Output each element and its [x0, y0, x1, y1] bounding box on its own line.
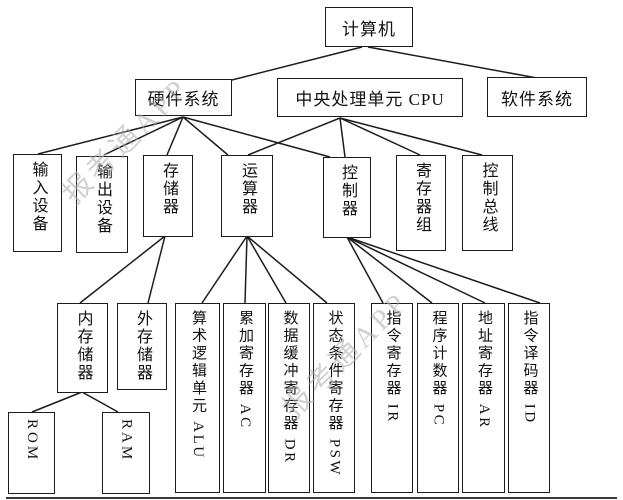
node-rom: ROM [8, 412, 55, 494]
bottom-rule-line [6, 497, 617, 499]
edge-computer-hardware [227, 46, 363, 82]
node-data-buffer-dr-label: 数据缓冲寄存器 DR [281, 310, 298, 465]
node-input-device: 输入设备 [13, 154, 62, 252]
node-address-register-ar-label: 地址寄存器 AR [476, 310, 492, 430]
edge-internal_memory-ram [81, 391, 119, 413]
node-data-buffer-dr: 数据缓冲寄存器 DR [268, 303, 310, 493]
node-computer-label: 计算机 [342, 19, 396, 39]
node-status-psw: 状态条件寄存器 PSW [313, 303, 355, 493]
node-program-counter-pc: 程序计数器 PC [417, 303, 459, 493]
node-accumulator-ac: 累加寄存器 AC [223, 303, 266, 493]
edge-controller-ar [346, 236, 486, 304]
edge-controller-pc [346, 236, 433, 304]
node-ram-label: RAM [118, 419, 135, 463]
node-arithmetic-unit-label: 运算器 [239, 162, 256, 216]
edge-controller-ir [346, 236, 384, 304]
node-accumulator-ac-label: 累加寄存器 AC [237, 310, 253, 430]
edge-alu_unit-alu [201, 235, 248, 304]
edge-hardware-alu_unit [182, 116, 229, 156]
edge-internal_memory-rom [31, 391, 83, 413]
edge-cpu-registers [339, 117, 421, 156]
node-program-counter-pc-label: 程序计数器 PC [430, 310, 447, 428]
node-controller: 控制器 [323, 157, 371, 238]
node-external-memory-label: 外存储器 [134, 310, 151, 382]
node-cpu-label: 中央处理单元 CPU [295, 90, 445, 109]
node-internal-memory: 内存储器 [57, 303, 108, 393]
node-cpu: 中央处理单元 CPU [277, 78, 463, 117]
node-instruction-register-ir: 指令寄存器 IR [371, 303, 413, 493]
edge-cpu-controller [339, 117, 346, 158]
edge-controller-id [346, 236, 541, 304]
edge-computer-software [367, 46, 538, 79]
edge-memory-internal_memory [79, 235, 166, 304]
node-hardware-system: 硬件系统 [135, 79, 232, 116]
edge-hardware-memory [166, 116, 184, 156]
node-arithmetic-unit: 运算器 [221, 155, 273, 237]
node-memory-label: 存储器 [160, 162, 177, 216]
edge-alu_unit-psw [246, 235, 328, 304]
node-software-system-label: 软件系统 [501, 89, 573, 109]
node-instruction-decoder-id-label: 指令译码器 ID [521, 310, 538, 425]
node-ram: RAM [102, 412, 150, 494]
node-hardware-system-label: 硬件系统 [147, 90, 220, 109]
node-controller-label: 控制器 [339, 164, 356, 218]
edge-hardware-input [37, 116, 184, 155]
edge-memory-external_memory [147, 235, 166, 304]
edge-alu_unit-dr [246, 235, 287, 304]
node-software-system: 软件系统 [487, 77, 587, 117]
edge-cpu-control_bus [339, 117, 483, 156]
edge-hardware-output [103, 116, 184, 156]
node-register-group-label: 寄存器组 [413, 162, 430, 234]
node-address-register-ar: 地址寄存器 AR [462, 303, 505, 493]
node-status-psw-label: 状态条件寄存器 PSW [326, 310, 343, 478]
node-internal-memory-label: 内存储器 [74, 310, 92, 382]
node-output-device: 输出设备 [76, 156, 128, 253]
node-alu-label: 算术逻辑单元 ALU [190, 310, 206, 460]
node-computer: 计算机 [325, 7, 413, 47]
node-alu: 算术逻辑单元 ALU [175, 303, 220, 493]
node-external-memory: 外存储器 [117, 303, 167, 390]
node-input-device-label: 输入设备 [29, 161, 47, 233]
node-rom-label: ROM [24, 419, 40, 463]
node-instruction-decoder-id: 指令译码器 ID [508, 303, 550, 493]
node-memory: 存储器 [143, 155, 193, 237]
edge-hardware-controller [182, 116, 331, 158]
node-instruction-register-ir-label: 指令寄存器 IR [384, 310, 401, 424]
node-control-bus-label: 控制总线 [479, 162, 497, 234]
node-register-group: 寄存器组 [396, 155, 446, 251]
edge-alu_unit-ac [244, 235, 248, 304]
node-output-device-label: 输出设备 [94, 163, 111, 235]
edge-cpu-alu_unit [247, 117, 341, 156]
node-control-bus: 控制总线 [462, 155, 513, 251]
